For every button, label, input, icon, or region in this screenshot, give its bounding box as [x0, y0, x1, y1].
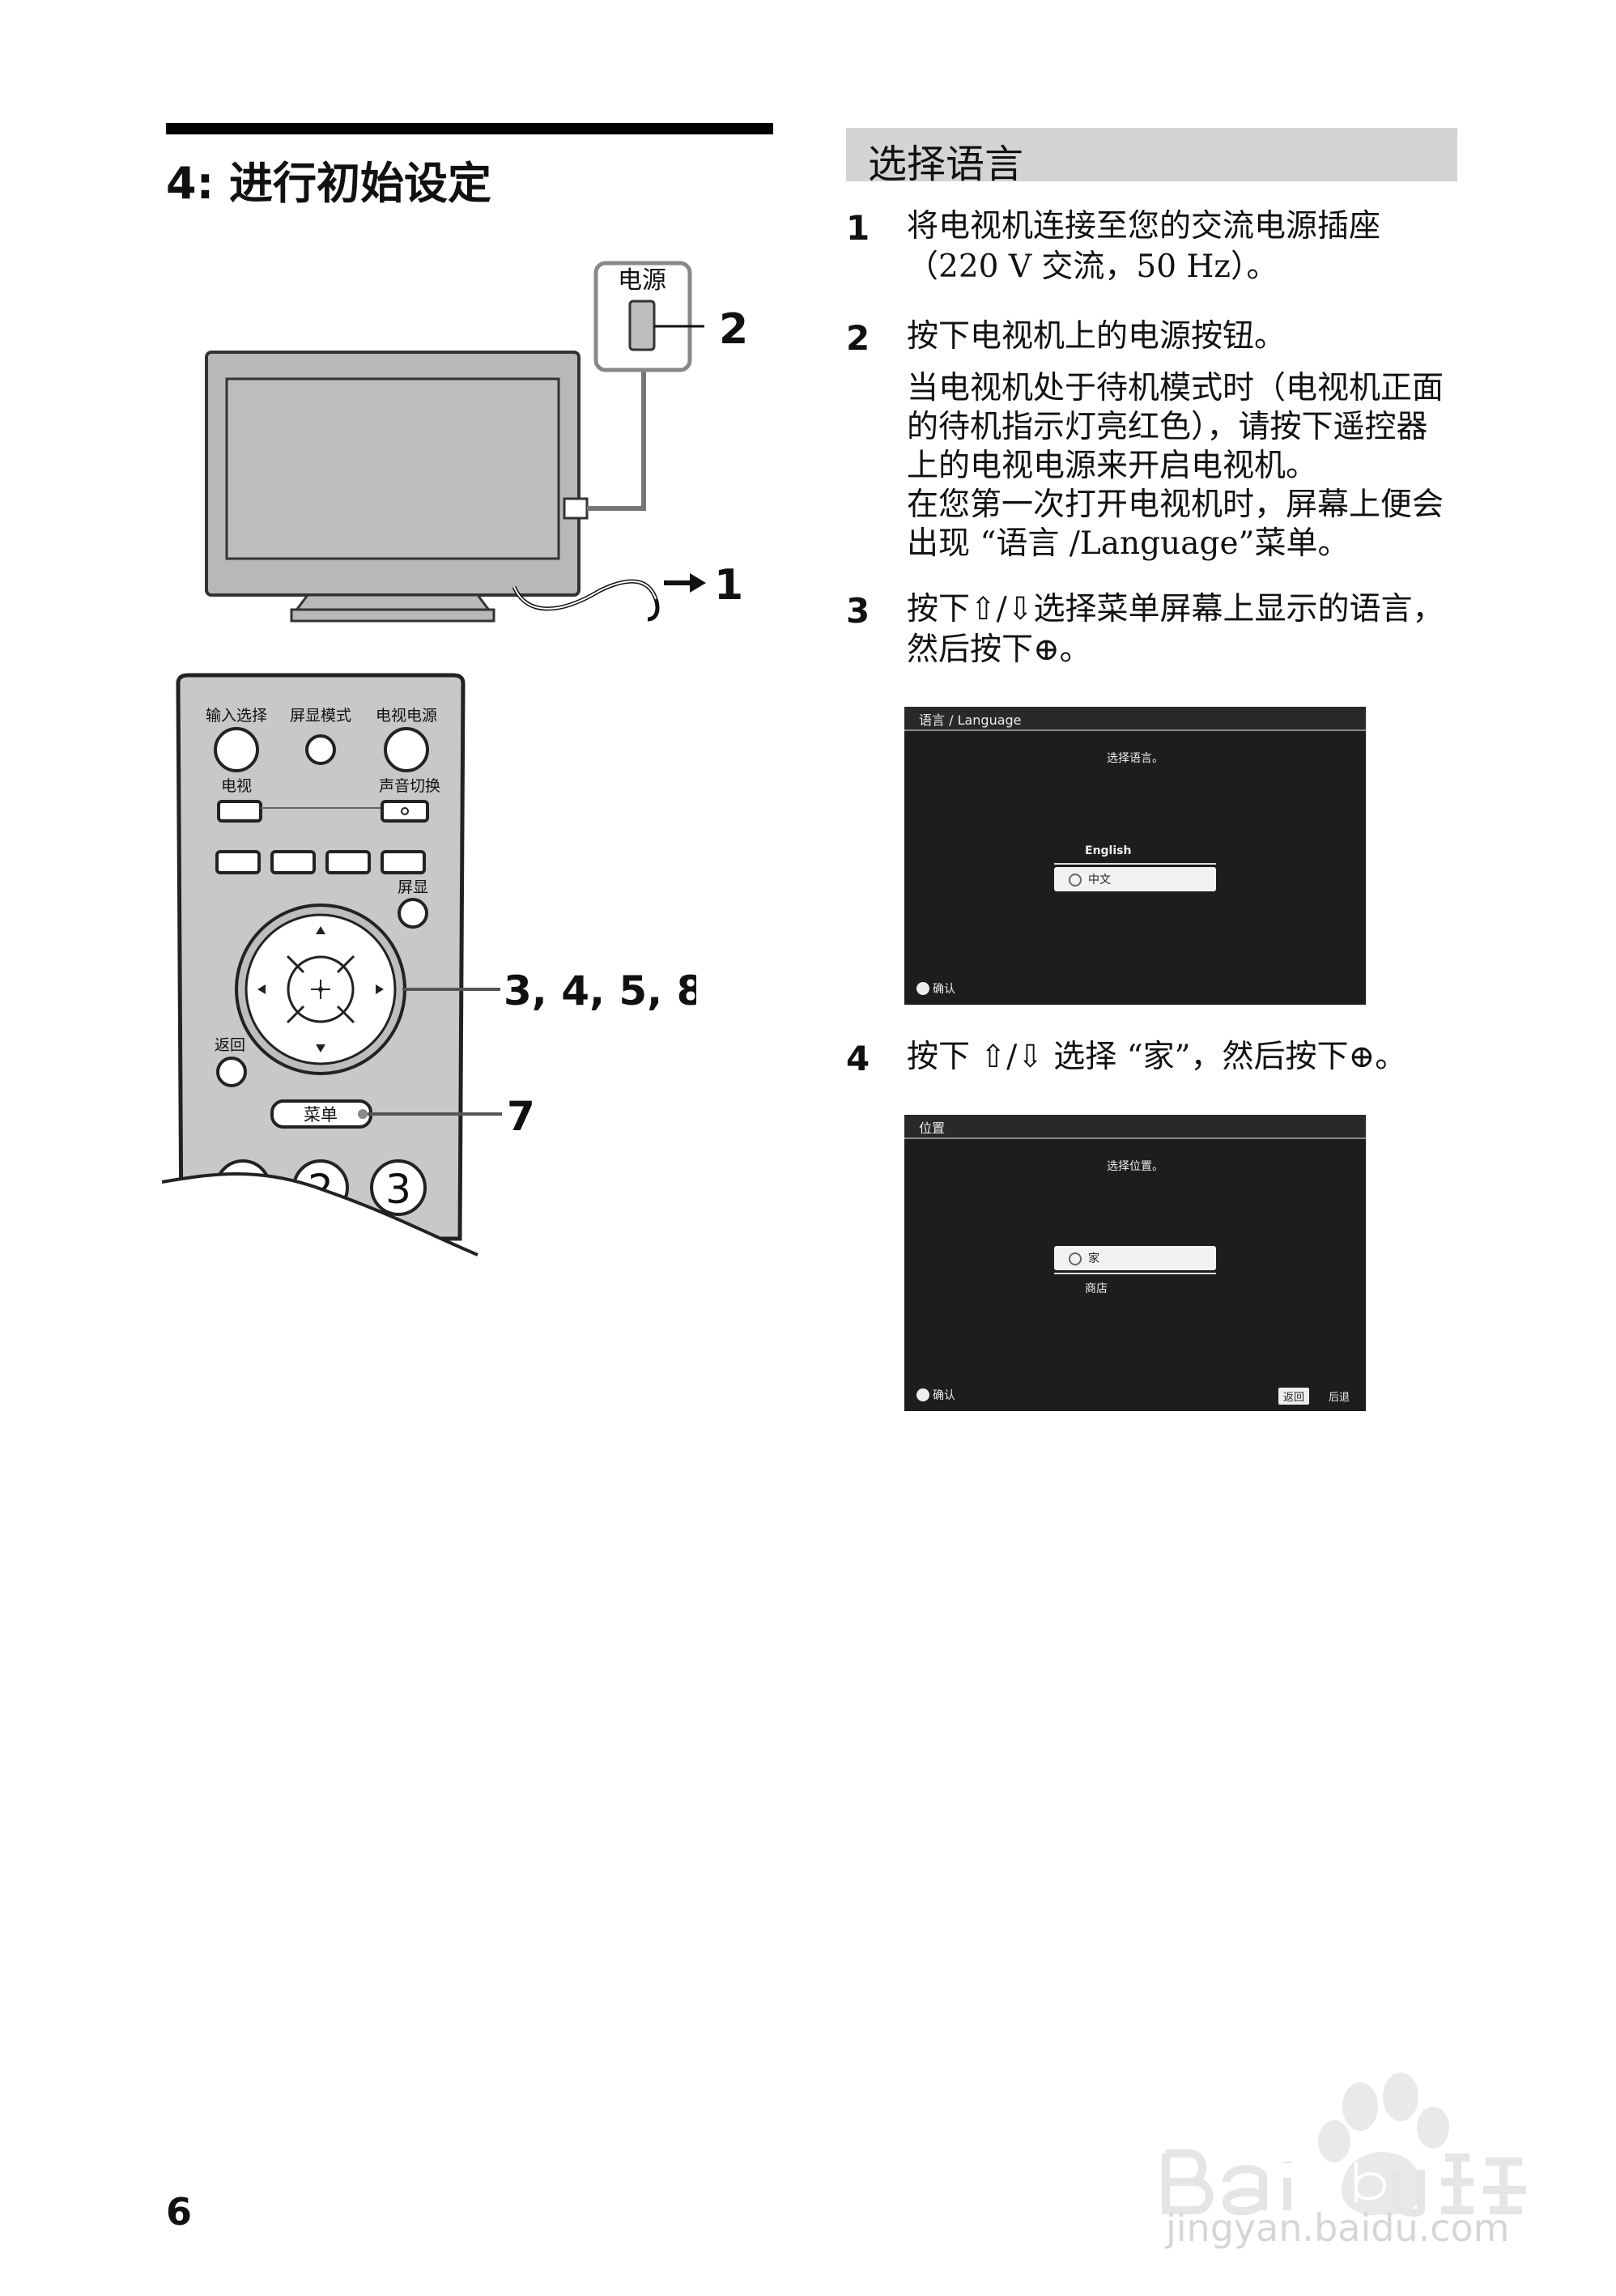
btn-tv-label: 电视	[221, 777, 252, 795]
language-screen-prompt: 选择语言。	[1107, 752, 1163, 765]
power-label: 电源	[618, 266, 666, 295]
language-screen: 语言 / Language 选择语言。 English 中文 确认	[904, 707, 1366, 1005]
baidu-watermark-logo	[1162, 2073, 1526, 2217]
color-button-blue	[381, 850, 426, 874]
color-button-yellow	[325, 850, 371, 874]
return-button	[216, 1057, 247, 1087]
step-2-number: 2	[846, 318, 870, 358]
btn-return-label: 返回	[215, 1036, 245, 1054]
power-button	[628, 300, 656, 351]
step-1-text: 将电视机连接至您的交流电源插座 （220 V 交流，50 Hz）。	[907, 208, 1381, 285]
radio-icon	[1069, 874, 1082, 887]
btn-power-label: 电视电源	[376, 707, 437, 725]
tv-diagram: 电源 2 1	[205, 261, 748, 623]
tv-button	[217, 800, 262, 823]
tv-power-button	[384, 727, 429, 772]
btn-sound-label: 声音切换	[379, 777, 440, 795]
btn-display-label: 屏显	[398, 878, 428, 896]
section-title: 4: 进行初始设定	[166, 158, 491, 209]
step-2-text: 按下电视机上的电源按钮。	[907, 318, 1286, 355]
num-3-label: 3	[385, 1166, 411, 1213]
language-screen-title: 语言 / Language	[919, 712, 1022, 728]
back-button[interactable]: 返回	[1278, 1388, 1309, 1405]
step-3-text: 按下⇧/⇩选择菜单屏幕上显示的语言， 然后按下⊕。	[907, 591, 1444, 668]
step-3-number: 3	[846, 591, 870, 631]
option-chinese[interactable]: 中文	[1054, 867, 1216, 891]
display-button	[398, 898, 428, 929]
watermark-label: jingyan.baidu.com	[1166, 2206, 1510, 2250]
remote-diagram: 输入选择 屏显模式 电视电源 电视 声音切换 屏显 返回 菜单 1 2 3 3,…	[162, 673, 696, 1263]
callout-7: 7	[507, 1093, 535, 1140]
color-button-green	[270, 850, 316, 874]
step-4-text: 按下 ⇧/⇩ 选择 “家”，然后按下⊕。	[907, 1039, 1407, 1075]
back-label: 后退	[1328, 1392, 1350, 1404]
confirm-icon	[916, 1388, 929, 1401]
radio-icon	[1069, 1252, 1082, 1265]
callout-3458: 3, 4, 5, 8	[504, 967, 696, 1014]
callout-2: 2	[719, 305, 748, 354]
sound-button	[381, 800, 429, 823]
location-screen: 位置 选择位置。 家 商店 确认 返回 后退	[904, 1115, 1366, 1411]
subheading-bar	[846, 128, 1457, 181]
confirm-icon	[916, 982, 929, 995]
section-rule	[166, 123, 773, 134]
location-screen-prompt: 选择位置。	[1107, 1160, 1163, 1173]
location-screen-confirm: 确认	[916, 1387, 955, 1403]
picture-button	[305, 734, 336, 765]
callout-1: 1	[714, 561, 743, 610]
option-english[interactable]: English	[1085, 844, 1132, 857]
input-button	[214, 727, 259, 772]
option-home[interactable]: 家	[1054, 1246, 1216, 1270]
num-3-button	[370, 1159, 427, 1216]
step-2-note: 当电视机处于待机模式时（电视机正面 的待机指示灯亮红色），请按下遥控器 上的电视…	[907, 370, 1444, 562]
option-store[interactable]: 商店	[1085, 1282, 1108, 1295]
step-4-number: 4	[846, 1039, 870, 1078]
subheading: 选择语言	[868, 142, 1024, 187]
color-button-red	[215, 850, 261, 874]
location-screen-title: 位置	[919, 1120, 946, 1136]
language-screen-confirm: 确认	[916, 980, 955, 997]
btn-input-label: 输入选择	[206, 707, 267, 725]
step-1-number: 1	[846, 208, 870, 248]
btn-picture-label: 屏显模式	[290, 707, 351, 725]
page-number: 6	[166, 2190, 193, 2234]
btn-menu-label: 菜单	[304, 1105, 338, 1125]
tv-screen	[225, 377, 560, 560]
